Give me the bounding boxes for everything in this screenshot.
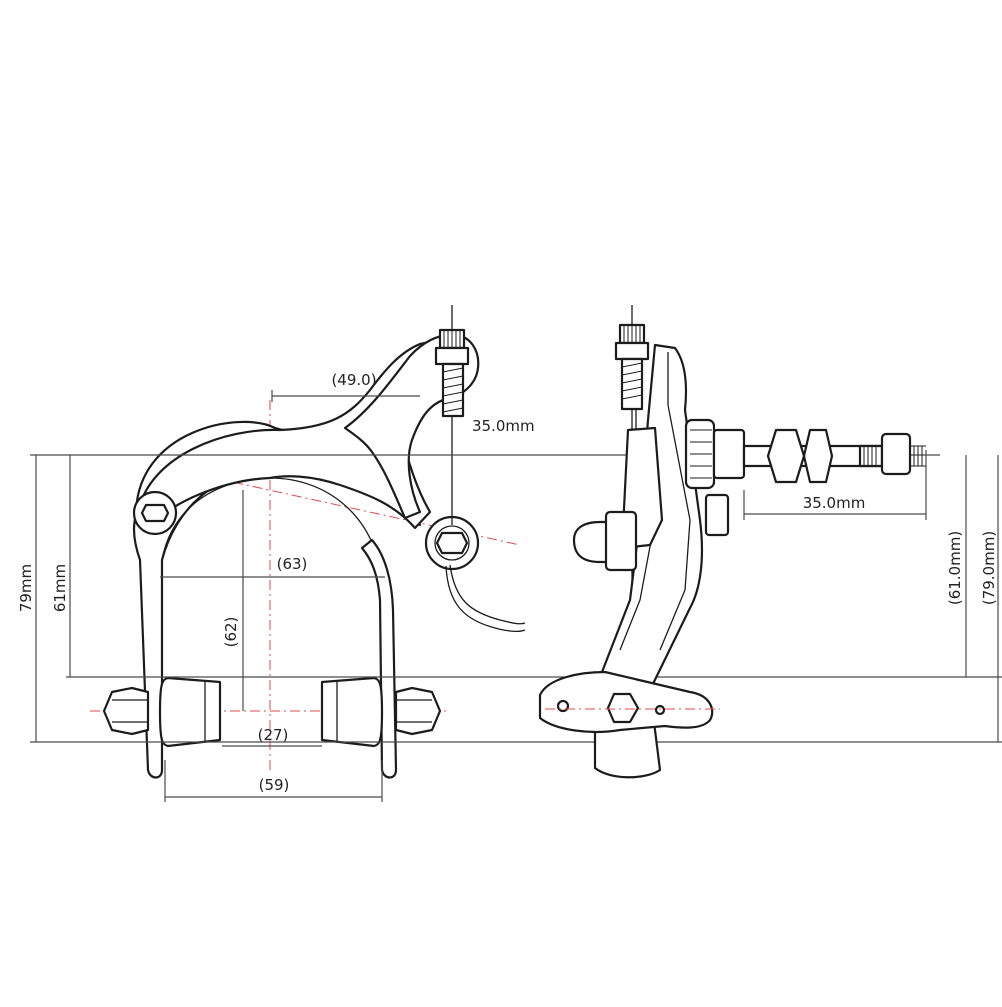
left-pad-nut-edges (112, 699, 148, 723)
bracket-hole-right (654, 704, 666, 716)
dim-label-reach: 61mm (51, 564, 69, 612)
dim-label-overall-height: 79mm (17, 564, 35, 612)
dim-label-inner-width: (63) (277, 555, 308, 573)
dim-label-arm-offset: (49.0) (331, 371, 376, 389)
side-view: 35.0mm (61.0mm) (79.0mm) (538, 305, 999, 779)
side-bracket-nut (606, 692, 640, 724)
left-pivot-nut (140, 503, 170, 523)
side-thread-lines (621, 362, 643, 400)
side-knurl-lines (623, 325, 641, 343)
front-view: (49.0) 35.0mm (63) (62) (27) (59) 79mm 6… (17, 305, 1002, 802)
bolt-tip-thread (910, 445, 926, 467)
right-pad-nut (394, 686, 442, 736)
right-arm-leg (360, 538, 398, 779)
side-pivot-lower-nut (704, 493, 730, 537)
left-brake-pad (158, 676, 222, 748)
side-arm-edge (659, 352, 691, 651)
dim-label-inner-height: (62) (222, 617, 240, 648)
right-brake-pad (320, 676, 384, 748)
dim-label-side-height: (79.0mm) (980, 531, 998, 605)
dim-label-bolt-length: 35.0mm (803, 494, 866, 512)
bolt-thread-section (858, 444, 884, 468)
bolt-washer-1 (766, 428, 806, 484)
dim-label-side-reach: (61.0mm) (946, 531, 964, 605)
bolt-end-nut (880, 432, 912, 476)
bolt-thread-lines (863, 446, 877, 466)
side-caliper-arm (593, 343, 704, 779)
cable-pivot-ring (434, 525, 470, 561)
side-pivot-nut (712, 428, 746, 480)
dim-label-pad-gap: (27) (258, 726, 289, 744)
dim-label-cable-length: 35.0mm (472, 417, 535, 435)
bolt-washer-2 (802, 428, 834, 484)
cable-pivot-nut (435, 531, 469, 555)
left-pad-nut (102, 686, 150, 736)
cable-tail-inner (445, 565, 526, 632)
side-barrel-nut (614, 341, 650, 361)
barrel-adjuster-nut (434, 346, 470, 366)
right-pad-nut-edges (396, 699, 432, 723)
side-spring-coils (690, 429, 712, 479)
thread-lines (442, 367, 464, 413)
dim-label-outer-width: (59) (259, 776, 290, 794)
side-pad-holder (604, 510, 638, 572)
cable-tail-outer (449, 564, 526, 625)
knurl-lines (443, 330, 461, 348)
